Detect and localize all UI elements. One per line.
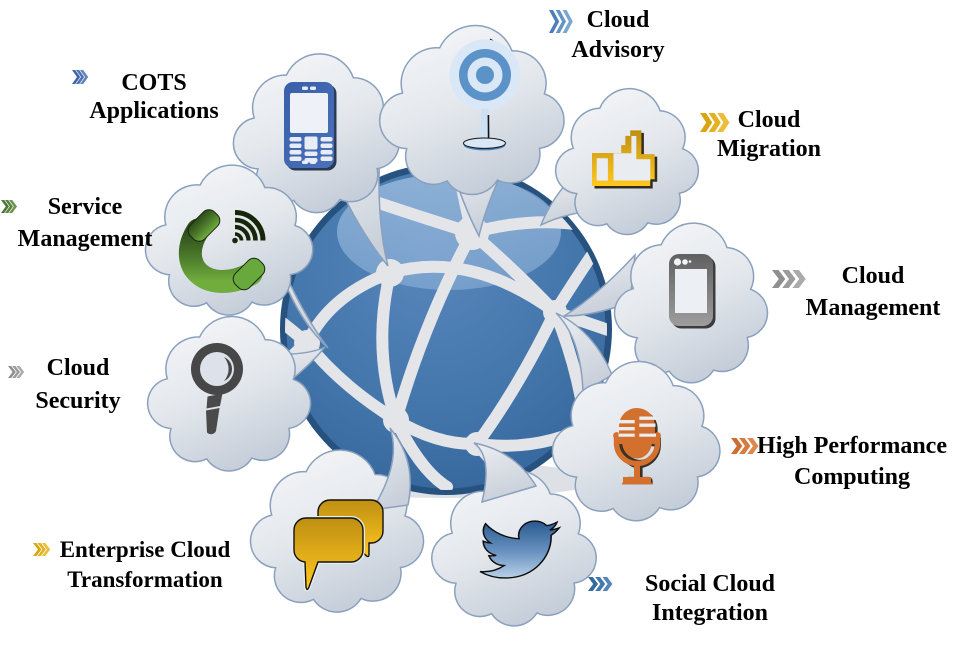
svg-text:Enterprise Cloud: Enterprise Cloud <box>60 537 231 562</box>
svg-text:Management: Management <box>806 295 941 321</box>
svg-text:COTS: COTS <box>121 70 186 96</box>
svg-text:Security: Security <box>35 388 120 414</box>
svg-text:Service: Service <box>48 194 123 220</box>
svg-text:Social Cloud: Social Cloud <box>645 571 776 597</box>
svg-text:Transformation: Transformation <box>67 567 223 592</box>
svg-text:High Performance: High Performance <box>757 433 947 459</box>
svg-text:Cloud: Cloud <box>47 355 110 381</box>
svg-text:Cloud: Cloud <box>842 263 905 289</box>
svg-text:Applications: Applications <box>89 98 218 124</box>
svg-text:Integration: Integration <box>652 600 768 626</box>
svg-text:Cloud: Cloud <box>738 107 801 133</box>
svg-text:Advisory: Advisory <box>571 37 664 63</box>
svg-text:Cloud: Cloud <box>587 7 650 33</box>
svg-text:Management: Management <box>18 226 153 252</box>
svg-text:Computing: Computing <box>794 464 910 490</box>
svg-text:Migration: Migration <box>717 136 821 162</box>
